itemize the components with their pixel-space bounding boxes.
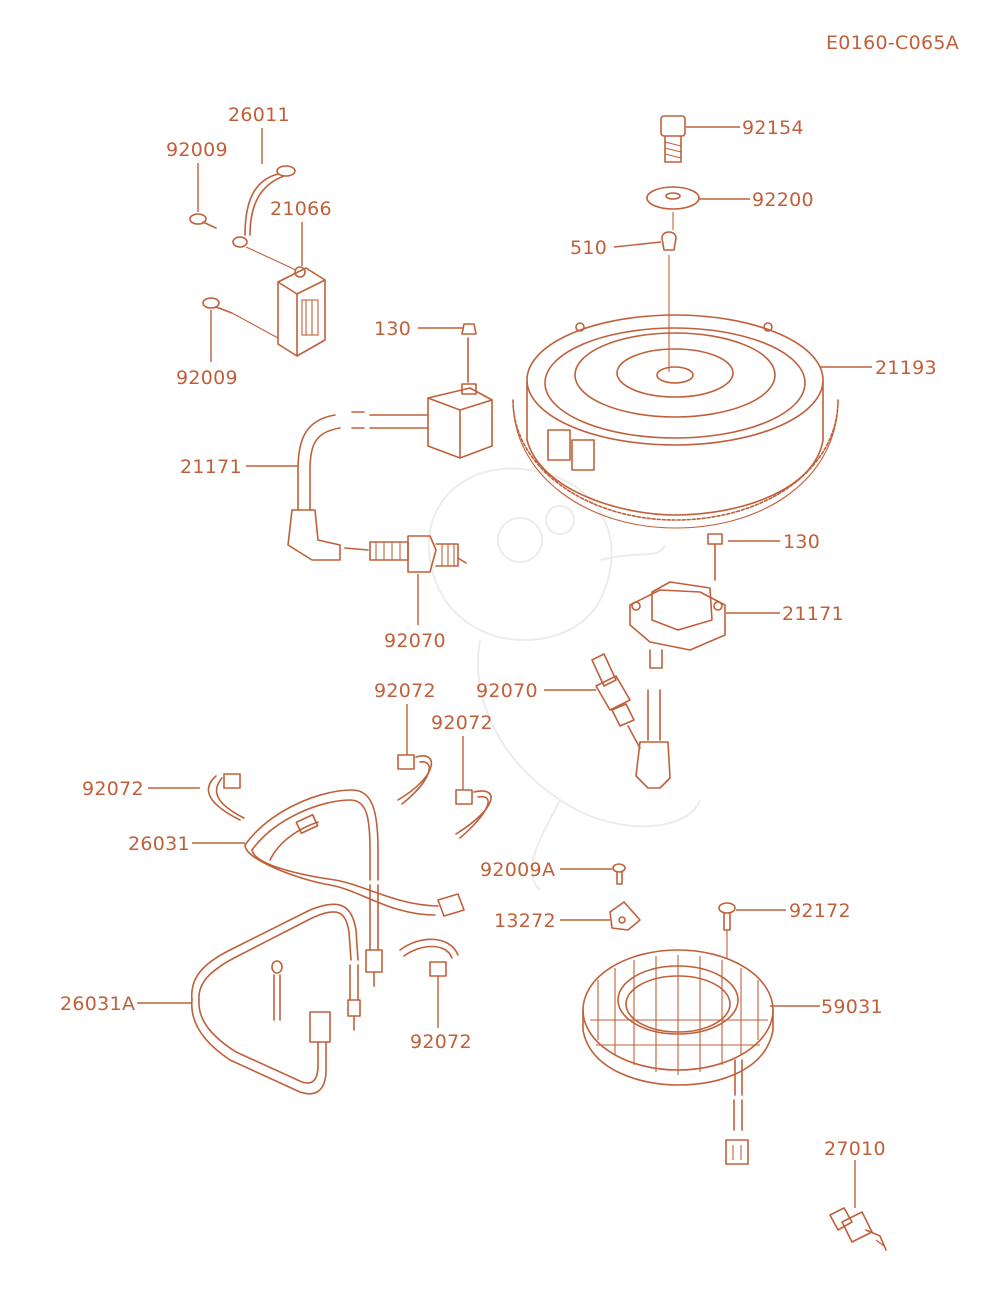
label-26031: 26031 (128, 833, 190, 855)
label-21171-right: 21171 (782, 603, 844, 625)
watermark-mascot (427, 467, 701, 891)
ignition-coil-right (629, 533, 726, 789)
screw-92172 (718, 902, 736, 958)
sensor-27010 (829, 1207, 887, 1251)
clip-92072-c (455, 789, 492, 839)
flywheel (512, 314, 839, 529)
label-27010: 27010 (824, 1138, 886, 1160)
label-21066: 21066 (270, 198, 332, 220)
label-92200: 92200 (752, 189, 814, 211)
plate-13272 (609, 901, 641, 931)
label-130-top: 130 (374, 318, 411, 340)
label-21171-left: 21171 (180, 456, 242, 478)
label-92009-top: 92009 (166, 139, 228, 161)
label-130-right: 130 (783, 531, 820, 553)
spark-plug-left (344, 535, 467, 573)
label-92072-a: 92072 (374, 680, 436, 702)
label-92172: 92172 (789, 900, 851, 922)
label-59031: 59031 (821, 996, 883, 1018)
screw-92009A (612, 863, 626, 885)
label-92072-c: 92072 (82, 778, 144, 800)
label-510: 510 (570, 237, 607, 259)
ground-wire (232, 165, 297, 271)
label-92070-left: 92070 (384, 630, 446, 652)
label-92009A: 92009A (480, 859, 555, 881)
label-92154: 92154 (742, 117, 804, 139)
clip-92072-b (397, 754, 433, 805)
flywheel-key (661, 231, 677, 251)
label-92070-right: 92070 (476, 680, 538, 702)
label-92072-b: 92072 (431, 712, 493, 734)
label-92009-bottom: 92009 (176, 367, 238, 389)
wire-harness-26031 (244, 789, 465, 987)
label-92072-d: 92072 (410, 1031, 472, 1053)
module-21066 (277, 266, 326, 357)
label-26031A: 26031A (60, 993, 135, 1015)
diagram-code: E0160-C065A (826, 32, 959, 54)
label-26011: 26011 (228, 104, 290, 126)
label-21193: 21193 (875, 357, 937, 379)
leader-lines (137, 126, 872, 1208)
ignition-coil-left (287, 323, 493, 561)
clip-92072-d (399, 938, 459, 977)
clip-92072-a (207, 773, 245, 821)
screw-92009-top (189, 213, 217, 229)
flywheel-bolt (660, 115, 686, 163)
label-13272: 13272 (494, 910, 556, 932)
stator (582, 949, 774, 1165)
wire-harness-26031A (190, 903, 361, 1095)
spark-plug-right (591, 653, 641, 749)
screw-92009-bottom (202, 297, 279, 339)
flywheel-washer (646, 186, 700, 210)
